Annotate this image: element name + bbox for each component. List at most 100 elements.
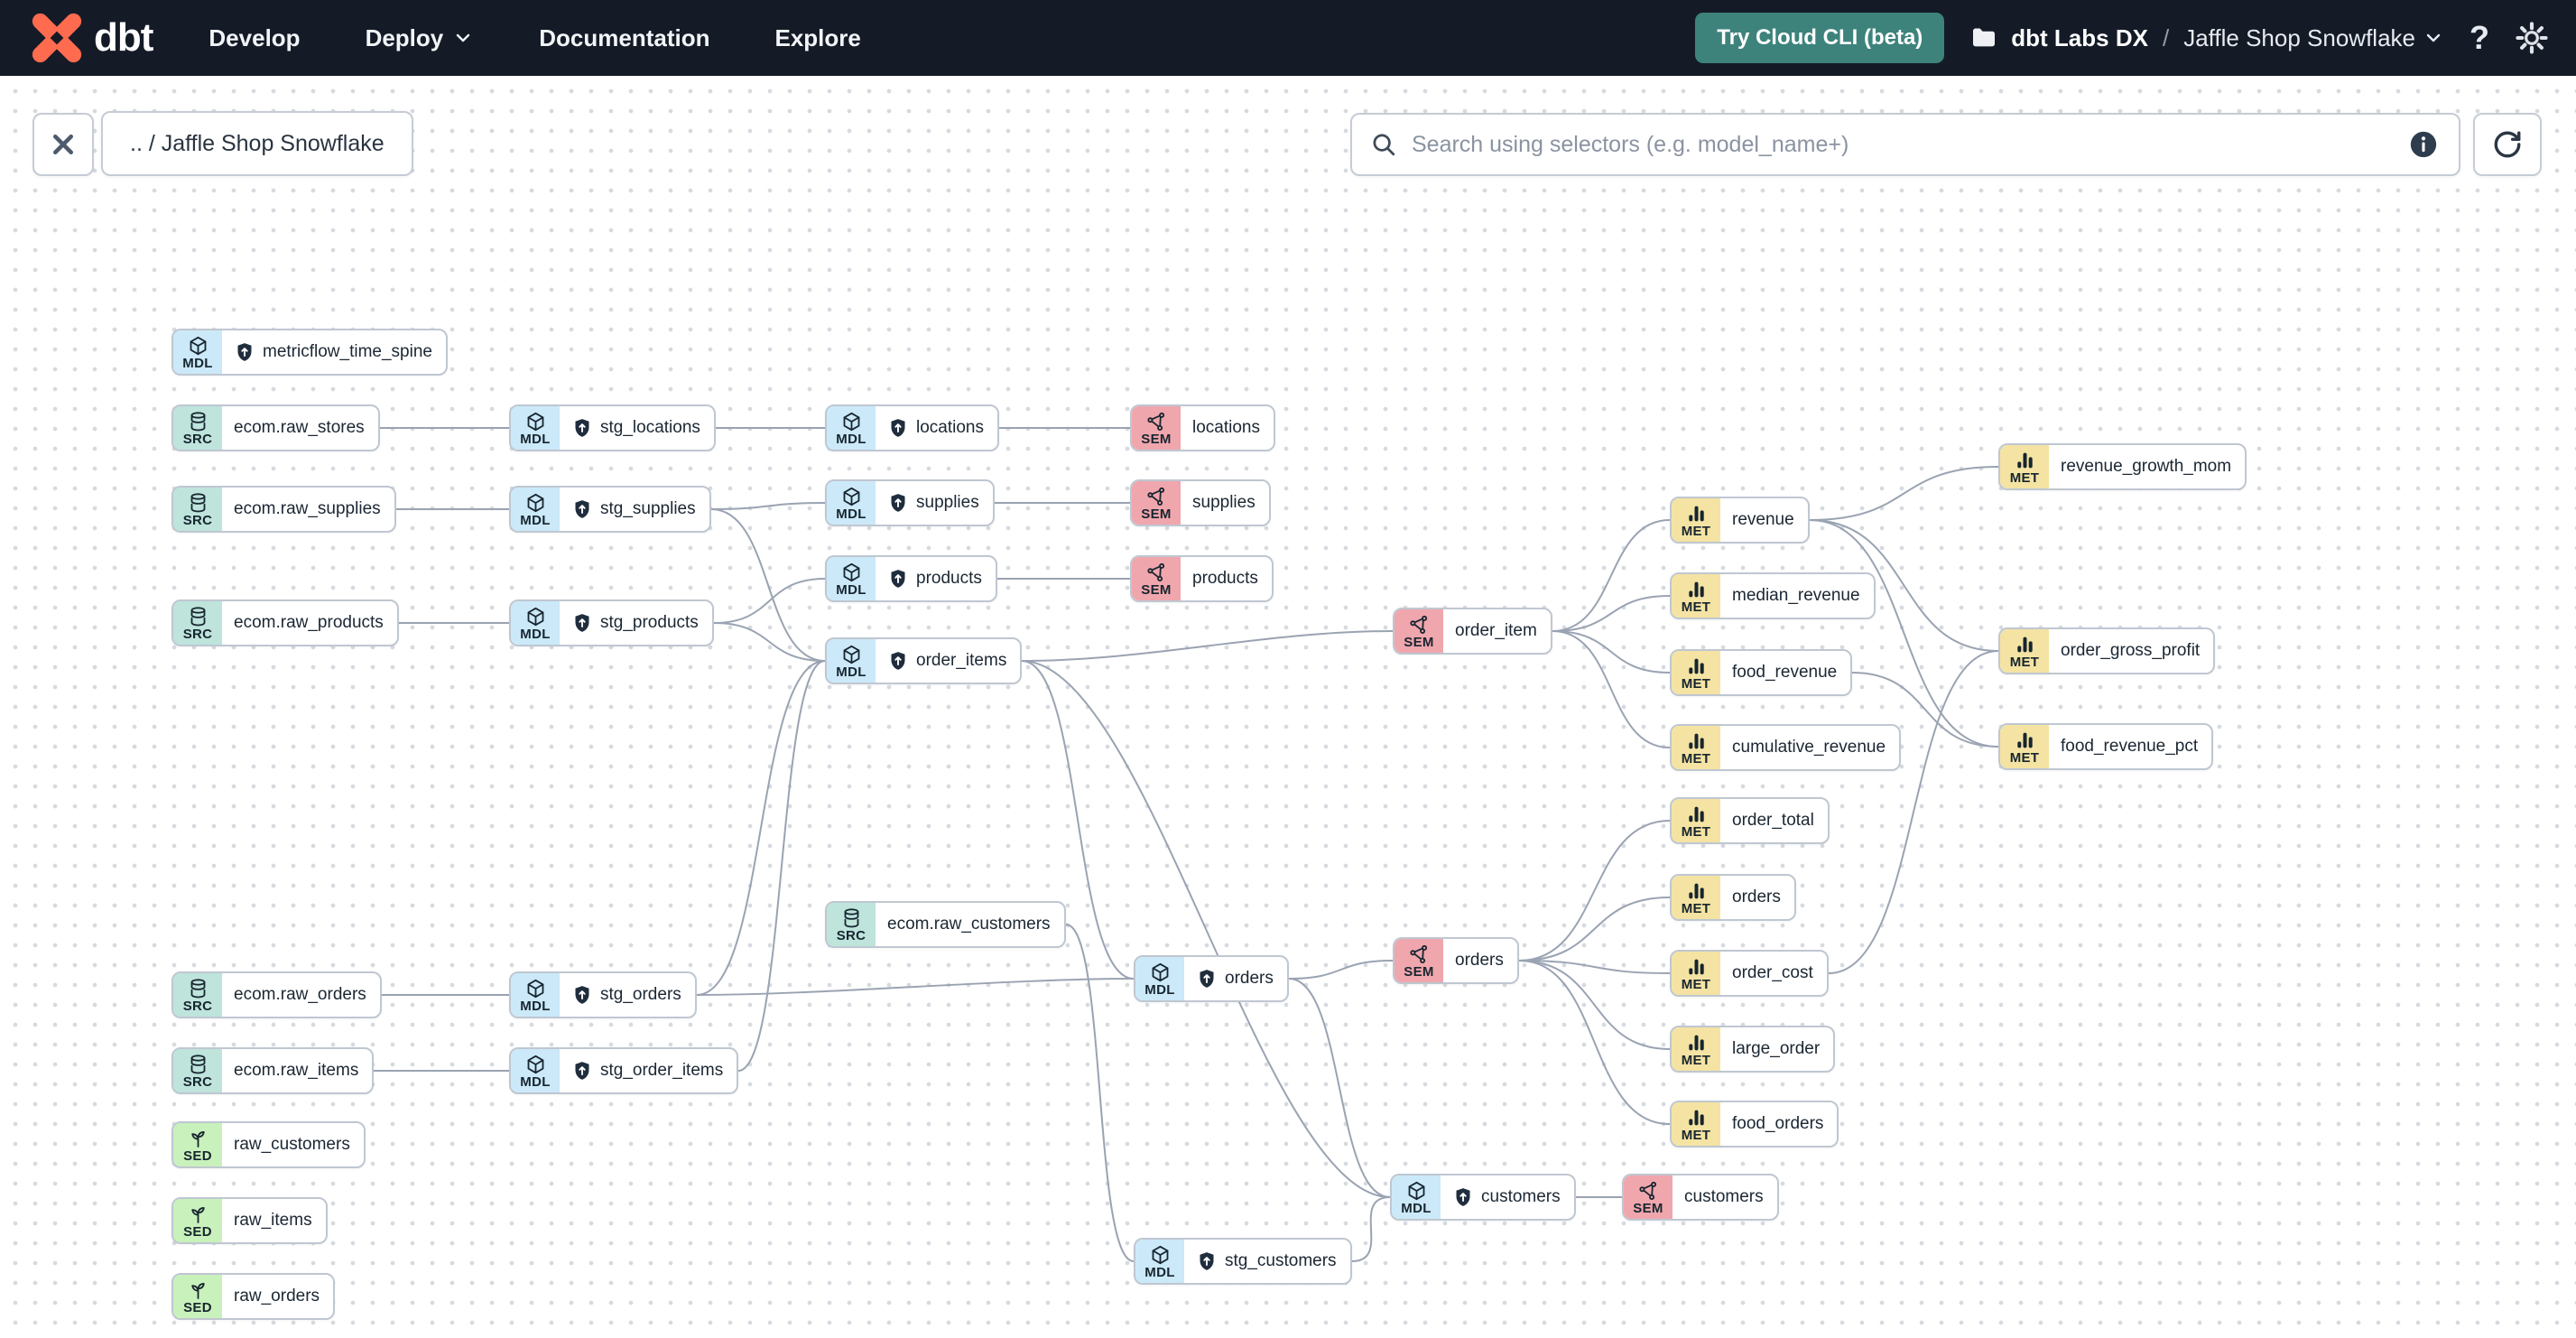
cube-icon	[527, 1055, 543, 1074]
node-label: stg_supplies	[560, 488, 709, 531]
node-label: orders	[1184, 957, 1287, 1000]
cube-icon	[843, 487, 859, 506]
shield-icon	[891, 494, 905, 512]
node-raw_orders_src[interactable]: SRC ecom.raw_orders	[171, 971, 382, 1018]
bar-chart-icon	[1688, 883, 1704, 899]
node-type-badge: MDL	[173, 330, 222, 374]
lineage-canvas[interactable]: .. / Jaffle Shop Snowflake	[0, 76, 2576, 1338]
chevron-down-icon	[2426, 33, 2441, 42]
shield-icon	[575, 986, 589, 1004]
shield-icon	[575, 500, 589, 518]
info-icon[interactable]	[2408, 129, 2439, 160]
node-type-badge: MET	[1672, 651, 1720, 694]
breadcrumb[interactable]: .. / Jaffle Shop Snowflake	[101, 111, 413, 176]
node-type-badge: MET	[2000, 445, 2049, 488]
shield-icon	[237, 343, 252, 361]
nav-link-explore[interactable]: Explore	[774, 23, 861, 51]
node-label: raw_orders	[234, 1287, 320, 1305]
account-name[interactable]: dbt Labs DX	[2011, 23, 2148, 51]
nav-link-deploy[interactable]: Deploy	[366, 24, 475, 52]
node-label: products	[1192, 569, 1258, 588]
node-label: order_cost	[1732, 963, 1813, 982]
gear-icon[interactable]	[2515, 21, 2549, 55]
node-label: food_orders	[1732, 1114, 1824, 1133]
node-type-badge: MDL	[1135, 1240, 1184, 1283]
node-label: stg_orders	[560, 973, 695, 1017]
help-icon[interactable]: ?	[2469, 19, 2489, 56]
nav-link-develop[interactable]: Develop	[208, 23, 301, 51]
refresh-button[interactable]	[2473, 113, 2542, 176]
node-type-badge: SRC	[173, 488, 222, 531]
node-label: food_revenue_pct	[2061, 737, 2199, 756]
bar-chart-icon	[1688, 1110, 1704, 1126]
node-type-badge: SRC	[173, 973, 222, 1017]
bar-chart-icon	[1688, 506, 1704, 522]
close-lineage-button[interactable]	[32, 113, 94, 176]
nav-link-documentation[interactable]: Documentation	[539, 23, 710, 51]
node-label: ecom.raw_items	[234, 1061, 359, 1080]
search-input[interactable]	[1410, 114, 2397, 175]
node-type-badge: SED	[173, 1123, 222, 1166]
node-label: orders	[1455, 951, 1504, 970]
database-icon	[190, 979, 205, 999]
semantic-graph-icon	[1146, 562, 1164, 581]
project-selector[interactable]: Jaffle Shop Snowflake	[2183, 24, 2444, 52]
database-icon	[190, 607, 205, 627]
node-raw_customers_src[interactable]: SRC ecom.raw_customers	[825, 901, 1066, 948]
try-cloud-cli-button[interactable]: Try Cloud CLI (beta)	[1695, 13, 1945, 63]
node-type-badge: SRC	[827, 903, 876, 946]
node-label: locations	[876, 406, 997, 450]
cube-icon	[1152, 962, 1168, 982]
node-label: stg_order_items	[560, 1049, 737, 1092]
bar-chart-icon	[1688, 658, 1704, 674]
node-label: metricflow_time_spine	[222, 330, 446, 374]
node-type-badge: MDL	[827, 557, 876, 600]
dbt-logo[interactable]: dbt	[31, 12, 153, 64]
node-label: stg_locations	[560, 406, 714, 450]
folder-icon	[1973, 28, 1996, 47]
bar-chart-icon	[1688, 1035, 1704, 1051]
node-label: ecom.raw_orders	[234, 985, 366, 1004]
node-type-badge: MDL	[827, 639, 876, 683]
node-label: ecom.raw_customers	[887, 915, 1051, 934]
database-icon	[190, 412, 205, 432]
